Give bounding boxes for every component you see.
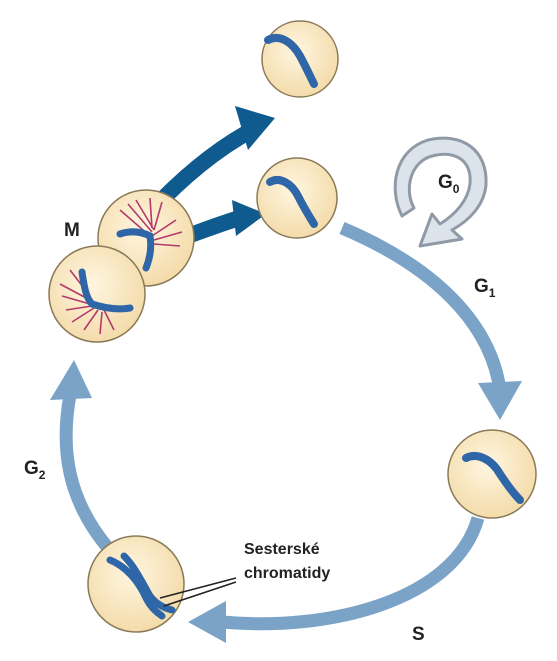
- chromosome: [264, 34, 318, 88]
- label-sister-chromatids-1: Sesterské: [244, 541, 320, 558]
- label-sister-chromatids-2: chromatidy: [244, 565, 330, 582]
- label-g1-sub: 1: [489, 286, 496, 300]
- chromosome: [266, 175, 318, 228]
- label-g0: G0: [438, 172, 460, 196]
- sister-chromatid-b: [120, 552, 176, 614]
- g1-cell: [447, 429, 537, 519]
- s-arrowhead: [188, 601, 226, 643]
- division-arrow-lower-head: [232, 200, 266, 236]
- daughter-cell-top: [261, 20, 339, 98]
- pointer-line: [163, 581, 237, 607]
- chromosome: [116, 228, 155, 272]
- sister-chromatid-a: [106, 556, 166, 620]
- label-s: S: [412, 624, 425, 645]
- pointer-line: [159, 577, 237, 599]
- g2-cell: [87, 535, 185, 633]
- division-arrow-upper-head: [235, 106, 275, 150]
- g2-arrow: [59, 393, 113, 553]
- label-g0-sub: 0: [453, 182, 460, 196]
- g1-arrow: [339, 222, 507, 392]
- label-g1: G1: [474, 276, 496, 300]
- mitotic-cell: [48, 189, 195, 343]
- chromosome: [78, 268, 134, 313]
- daughter-cell-g1: [256, 157, 338, 239]
- g0-loop-arrow: [393, 136, 488, 248]
- g2-arrowhead: [50, 360, 92, 400]
- g1-arrowhead: [478, 381, 522, 420]
- label-g2: G2: [24, 458, 46, 482]
- label-g2-sub: 2: [39, 468, 46, 482]
- chromosome: [462, 452, 524, 504]
- s-arrow: [221, 516, 485, 631]
- label-m: M: [64, 220, 80, 241]
